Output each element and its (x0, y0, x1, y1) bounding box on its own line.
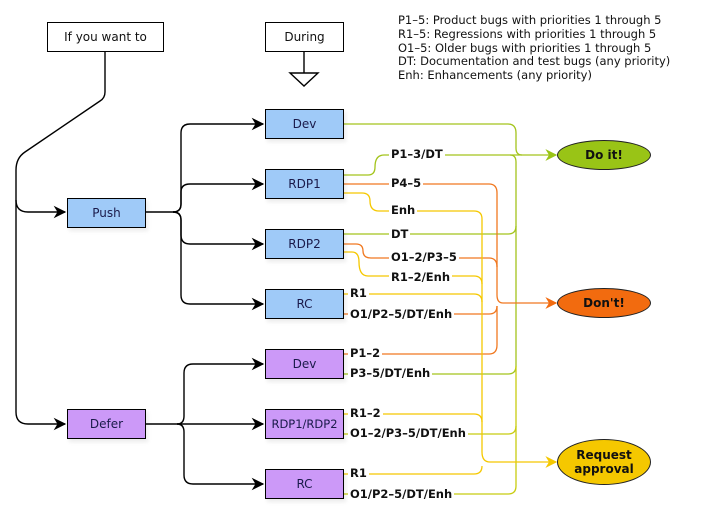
legend-item: R1–5: Regressions with priorities 1 thro… (398, 26, 657, 41)
outcome-do-it[interactable]: Do it! (557, 140, 651, 170)
push-rc-node[interactable]: RC (265, 289, 344, 319)
edge-label: P1–3/DT (389, 147, 445, 161)
edge-label: O1/P2–5/DT/Enh (348, 487, 455, 501)
edge-label: R1 (348, 466, 369, 480)
legend-item: DT: Documentation and test bugs (any pri… (398, 54, 671, 69)
edge-label: O1–2/P3–5/DT/Enh (348, 426, 468, 440)
edge-label: R1–2/Enh (389, 270, 453, 284)
push-rdp2-node[interactable]: RDP2 (265, 229, 344, 259)
edge-label: R1 (348, 286, 369, 300)
edge-label: O1–2/P3–5 (389, 250, 459, 264)
edge-label: O1/P2–5/DT/Enh (348, 307, 455, 321)
defer-node[interactable]: Defer (67, 409, 146, 439)
edge-label: DT (389, 227, 411, 241)
edge-label: R1–2 (348, 406, 383, 420)
edge-label: P3–5/DT/Enh (348, 366, 433, 380)
legend-item: Enh: Enhancements (any priority) (398, 68, 592, 83)
push-dev-node[interactable]: Dev (265, 109, 344, 139)
intent-line (15, 51, 106, 431)
defer-dev-node[interactable]: Dev (265, 349, 344, 379)
phase-arrow-icon (288, 72, 320, 87)
push-rdp1-node[interactable]: RDP1 (265, 169, 344, 199)
edge-label: P1–2 (348, 346, 383, 360)
intent-header: If you want to (47, 22, 164, 52)
defer-rc-node[interactable]: RC (265, 469, 344, 499)
outcome-request-approval[interactable]: Request approval (557, 439, 651, 485)
phase-header: During (265, 22, 344, 52)
push-node[interactable]: Push (67, 198, 146, 228)
legend-item: O1–5: Older bugs with priorities 1 throu… (398, 40, 652, 55)
legend: P1–5: Product bugs with priorities 1 thr… (398, 13, 671, 83)
legend-item: P1–5: Product bugs with priorities 1 thr… (398, 13, 662, 27)
defer-rdp-node[interactable]: RDP1/RDP2 (265, 409, 344, 439)
edge-label: P4–5 (389, 176, 424, 190)
edge-label: Enh (389, 203, 418, 217)
outcome-dont[interactable]: Don't! (557, 288, 651, 318)
push-branch-line (15, 199, 67, 219)
